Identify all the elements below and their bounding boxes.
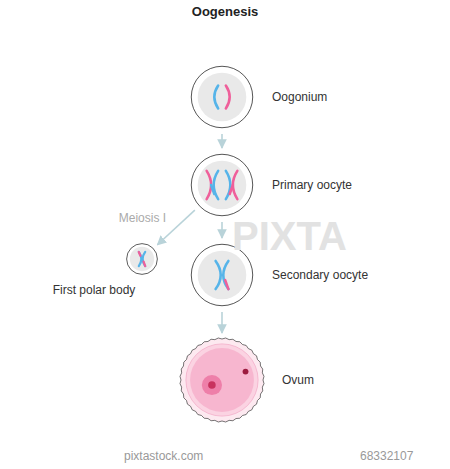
- cell-illustration: [190, 153, 254, 217]
- watermark-site: pixtastock.com: [124, 449, 203, 463]
- cell-illustration: [180, 338, 264, 422]
- cell-label: First polar body: [53, 283, 136, 297]
- watermark: PIXTA: [232, 214, 347, 259]
- cell-node: Oogonium: [190, 65, 254, 129]
- stock-id: 68332107: [360, 449, 413, 463]
- arrow-connector: [221, 134, 223, 148]
- cell-label: Primary oocyte: [272, 178, 352, 192]
- cell-label: Secondary oocyte: [272, 268, 368, 282]
- arrow-connector: [221, 222, 223, 238]
- cell-label: Ovum: [282, 373, 314, 387]
- cell-node: First polar body: [126, 243, 158, 275]
- cell-node: Primary oocyte: [190, 153, 254, 217]
- cell-illustration: [190, 65, 254, 129]
- edge-label: Meiosis I: [117, 211, 168, 225]
- cell-label: Oogonium: [272, 90, 327, 104]
- cell-node: Ovum: [180, 338, 264, 422]
- diagram-title: Oogenesis: [0, 4, 450, 19]
- arrow-connector: [221, 312, 223, 333]
- cell-illustration: [126, 243, 158, 275]
